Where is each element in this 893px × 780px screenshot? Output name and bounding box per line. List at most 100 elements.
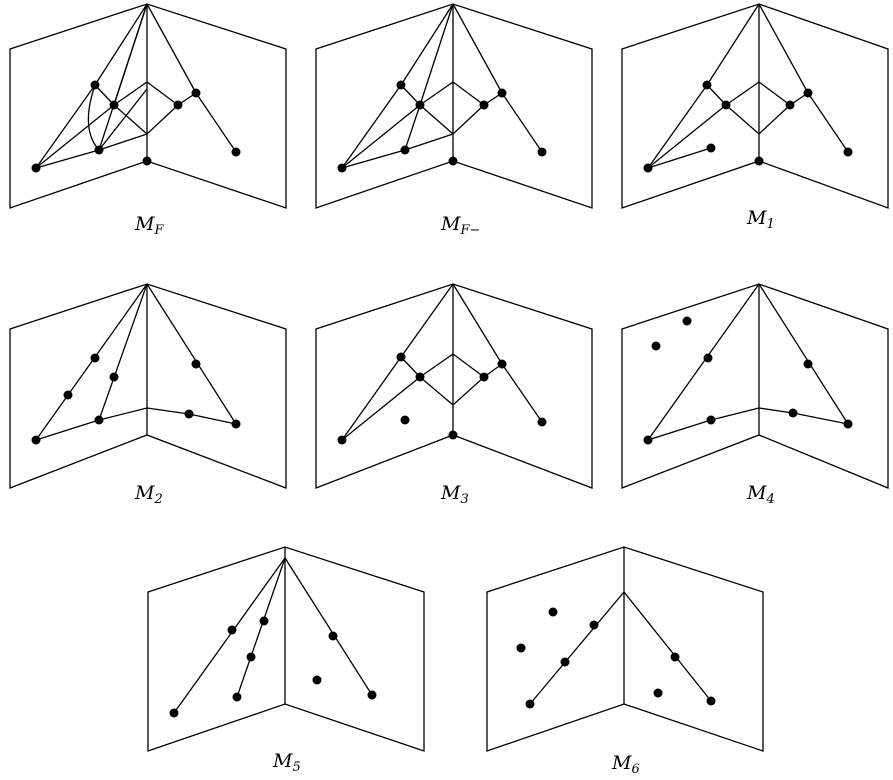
vertex xyxy=(63,390,73,400)
edge xyxy=(87,84,100,151)
graph-vertices xyxy=(337,80,547,173)
edge xyxy=(146,3,197,94)
figure-m-1: M1 xyxy=(621,3,889,232)
edge xyxy=(341,104,421,169)
book-frame xyxy=(315,283,593,489)
edge xyxy=(94,84,115,106)
vertex xyxy=(788,408,798,418)
vertex xyxy=(670,652,680,662)
vertex xyxy=(191,88,201,98)
vertex xyxy=(109,100,119,110)
vertex xyxy=(415,100,425,110)
vertex xyxy=(653,688,663,698)
book-frame xyxy=(621,3,889,209)
figure-m-6: M6 xyxy=(486,546,764,777)
vertex xyxy=(706,415,716,425)
edge xyxy=(400,283,454,358)
edge xyxy=(35,283,148,441)
vertex xyxy=(109,372,119,382)
edge xyxy=(758,3,809,94)
figure-label: M4 xyxy=(746,482,775,507)
edge xyxy=(98,88,148,151)
vertex xyxy=(31,435,41,445)
vertex xyxy=(479,372,489,382)
edge xyxy=(419,3,454,106)
edge xyxy=(146,283,237,425)
vertex xyxy=(643,163,653,173)
edge xyxy=(501,92,543,153)
edge xyxy=(501,363,543,423)
vertex xyxy=(173,100,183,110)
edge xyxy=(623,591,712,702)
edge xyxy=(758,104,791,135)
edge xyxy=(404,133,454,151)
edge xyxy=(113,81,148,106)
graph-edges xyxy=(173,557,373,714)
vertex xyxy=(516,643,526,653)
edge xyxy=(146,407,190,415)
vertex xyxy=(682,316,692,326)
edge xyxy=(400,3,454,86)
vertex xyxy=(537,417,547,427)
edge xyxy=(452,283,503,365)
vertex xyxy=(589,620,599,630)
graph-vertices xyxy=(643,80,853,173)
vertex xyxy=(312,675,322,685)
edge xyxy=(419,81,454,106)
vertex xyxy=(396,80,406,90)
edge xyxy=(706,84,727,106)
edge xyxy=(758,283,849,425)
edge xyxy=(98,3,148,151)
edge xyxy=(647,147,712,169)
vertex xyxy=(396,352,406,362)
edge xyxy=(452,376,485,406)
edge xyxy=(195,92,237,153)
graph-vertices xyxy=(643,316,853,445)
vertex xyxy=(31,163,41,173)
vertex xyxy=(227,625,237,635)
graph-edges xyxy=(647,3,849,169)
graph-edges xyxy=(35,3,237,169)
edge xyxy=(452,81,485,106)
vertex xyxy=(232,692,242,702)
graph-vertices xyxy=(516,607,716,709)
vertex xyxy=(191,359,201,369)
vertex xyxy=(560,657,570,667)
edge xyxy=(706,3,760,86)
figure-label: M3 xyxy=(440,482,469,507)
vertex xyxy=(184,409,194,419)
graph-vertices xyxy=(337,352,547,445)
vertex xyxy=(246,652,256,662)
edge xyxy=(404,104,421,151)
vertex xyxy=(328,631,338,641)
book-frame xyxy=(9,3,287,209)
vertex xyxy=(169,708,179,718)
graph-edges xyxy=(341,3,543,169)
edge xyxy=(710,407,760,421)
edge xyxy=(758,81,791,106)
vertex xyxy=(706,696,716,706)
vertex xyxy=(94,145,104,155)
vertex xyxy=(754,156,764,166)
edge xyxy=(647,283,760,441)
figure-label: MF− xyxy=(440,213,480,238)
figure-m-f: MF xyxy=(9,3,287,238)
book-frame xyxy=(315,3,593,209)
figure-m-3: M3 xyxy=(315,283,593,507)
edge xyxy=(725,104,760,135)
graph-edges xyxy=(341,283,543,441)
edge xyxy=(35,104,115,169)
vertex xyxy=(803,88,813,98)
edge xyxy=(647,84,708,169)
figure-label: M5 xyxy=(272,750,301,775)
edge xyxy=(400,84,421,106)
graph-edges xyxy=(35,283,237,441)
figure-m-5: M5 xyxy=(147,546,425,775)
vertex xyxy=(400,415,410,425)
vertex xyxy=(400,145,410,155)
edge xyxy=(35,149,100,169)
graph-vertices xyxy=(31,353,241,445)
vertex xyxy=(703,353,713,363)
vertex xyxy=(479,100,489,110)
edge xyxy=(419,353,454,378)
